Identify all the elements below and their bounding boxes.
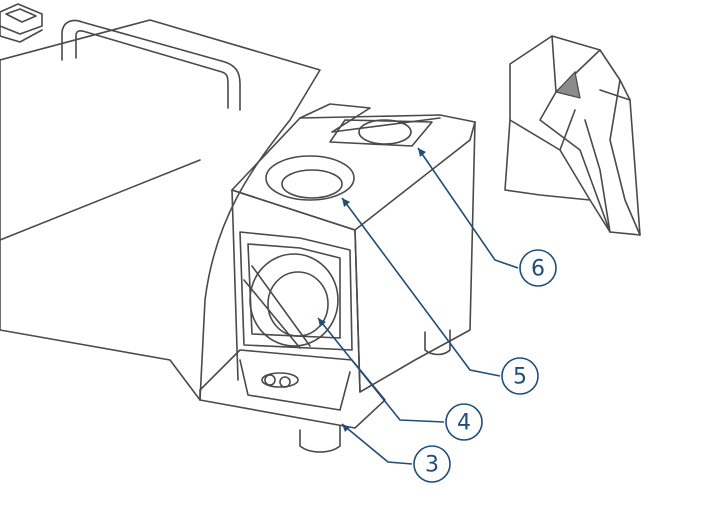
grinding-wheel-window (239, 231, 353, 351)
callout-label-3: 3 (425, 453, 439, 478)
leader-arrow-3 (342, 424, 350, 432)
drill-cutting-edge-shade (554, 70, 581, 99)
top-port-5 (265, 155, 355, 201)
power-switch (0, 3, 43, 43)
callout-circle-6 (519, 249, 557, 287)
callout-label-6: 6 (531, 257, 545, 282)
callout-circle-4 (445, 403, 483, 441)
machine-housing (0, 19, 321, 401)
leader-line-5 (341, 197, 501, 377)
callout-circle-5 (501, 357, 539, 395)
callout-label-4: 4 (457, 411, 471, 436)
callout-label-5: 5 (513, 365, 527, 390)
leader-line-3 (341, 423, 413, 465)
leader-line-6 (417, 147, 519, 269)
leader-arrow-4 (318, 318, 326, 327)
leader-line-4 (317, 317, 445, 423)
leader-arrow-6 (418, 148, 426, 157)
top-port-6 (329, 119, 433, 147)
chuck-holder-base (199, 329, 451, 453)
leader-arrow-5 (342, 198, 350, 207)
grinding-head (231, 103, 476, 393)
carry-handle (61, 19, 241, 111)
drill-bit-illustration (504, 35, 641, 236)
callout-circle-3 (413, 445, 451, 483)
